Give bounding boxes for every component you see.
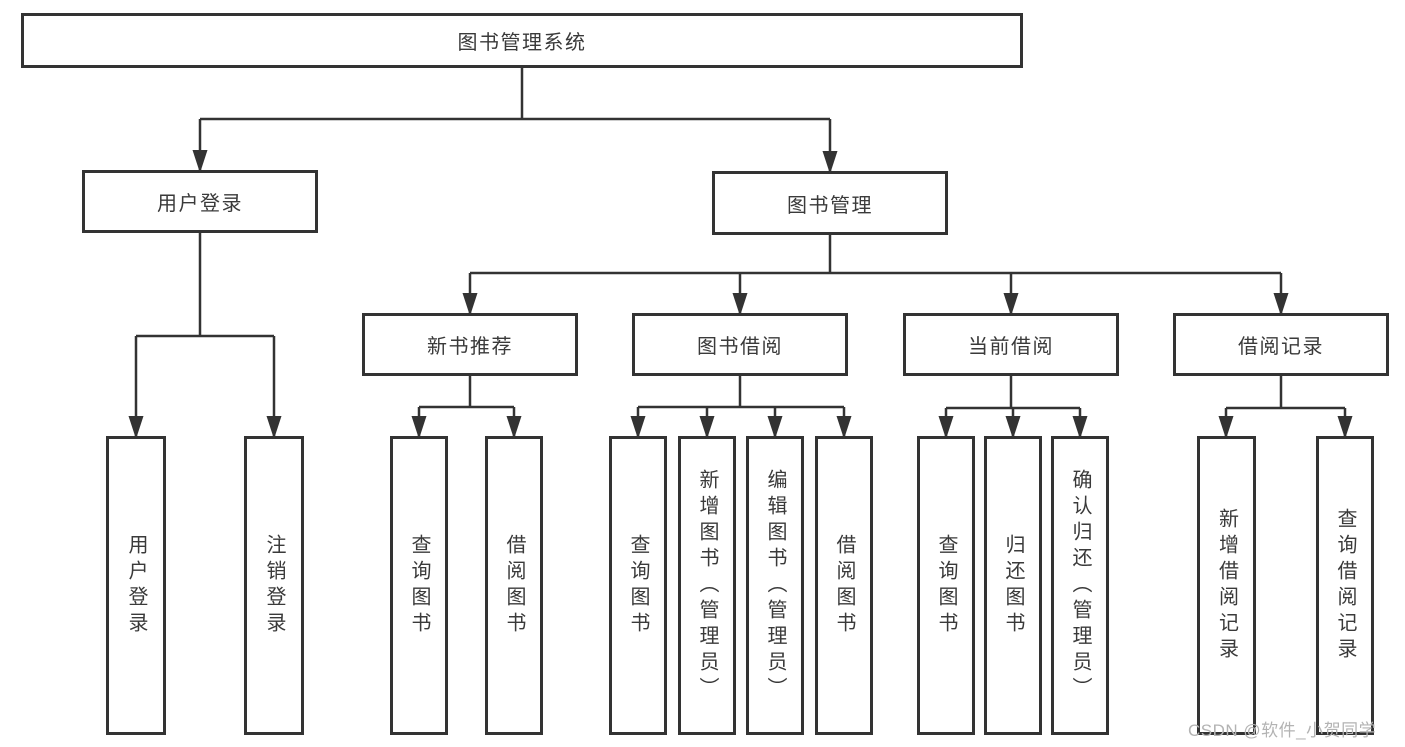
- leaf-confirm-return-admin: 确认归还（管理员）: [1051, 436, 1109, 735]
- node-current-borrowing: 当前借阅: [903, 313, 1119, 376]
- edge-borrow-record-to-leaves: [1218, 376, 1353, 439]
- leaf-user-login: 用户登录: [106, 436, 166, 735]
- leaf-query-borrow-record-label: 查询借阅记录: [1334, 507, 1356, 664]
- leaf-borrowing-query-book-label: 查询图书: [627, 533, 649, 638]
- node-borrowing-records-label: 借阅记录: [1238, 336, 1324, 358]
- leaf-borrowing-borrow-book-label: 借阅图书: [833, 533, 855, 638]
- edge-root-to-level2: [192, 68, 838, 174]
- node-root: 图书管理系统: [21, 13, 1023, 68]
- node-borrowing-records: 借阅记录: [1173, 313, 1389, 376]
- edge-book-borrow-to-leaves: [630, 376, 852, 439]
- leaf-borrowing-borrow-book: 借阅图书: [815, 436, 873, 735]
- leaf-recommend-borrow-book-label: 借阅图书: [503, 533, 525, 638]
- leaf-add-book-admin-label: 新增图书（管理员）: [696, 468, 718, 703]
- leaf-return-book: 归还图书: [984, 436, 1042, 735]
- leaf-recommend-query-book-label: 查询图书: [408, 533, 430, 638]
- node-new-book-recommend: 新书推荐: [362, 313, 578, 376]
- node-user-login: 用户登录: [82, 170, 318, 233]
- leaf-add-borrow-record: 新增借阅记录: [1197, 436, 1256, 735]
- node-current-borrowing-label: 当前借阅: [968, 336, 1054, 358]
- leaf-user-login-label: 用户登录: [125, 533, 147, 638]
- leaf-logout: 注销登录: [244, 436, 304, 735]
- node-book-management-label: 图书管理: [787, 194, 873, 217]
- edge-book-mgmt-to-level3: [462, 235, 1289, 316]
- node-user-login-label: 用户登录: [157, 193, 243, 215]
- leaf-query-borrow-record: 查询借阅记录: [1316, 436, 1374, 735]
- leaf-add-borrow-record-label: 新增借阅记录: [1215, 507, 1238, 664]
- node-root-label: 图书管理系统: [457, 32, 587, 54]
- leaf-edit-book-admin-label: 编辑图书（管理员）: [764, 468, 786, 703]
- csdn-watermark: CSDN @软件_小贺同学: [1188, 721, 1377, 740]
- leaf-recommend-borrow-book: 借阅图书: [485, 436, 543, 735]
- node-new-book-recommend-label: 新书推荐: [427, 336, 513, 358]
- leaf-recommend-query-book: 查询图书: [390, 436, 448, 735]
- leaf-return-book-label: 归还图书: [1002, 533, 1024, 638]
- leaf-edit-book-admin: 编辑图书（管理员）: [746, 436, 804, 735]
- edge-current-borrow-to-leaves: [938, 376, 1088, 439]
- leaf-add-book-admin: 新增图书（管理员）: [678, 436, 736, 735]
- node-book-borrowing: 图书借阅: [632, 313, 848, 376]
- leaf-current-query-book-label: 查询图书: [935, 533, 957, 638]
- leaf-confirm-return-admin-label: 确认归还（管理员）: [1069, 468, 1091, 703]
- edge-user-login-to-leaves: [128, 233, 282, 439]
- edge-new-book-to-leaves: [411, 376, 522, 439]
- leaf-logout-label: 注销登录: [263, 533, 285, 638]
- node-book-borrowing-label: 图书借阅: [697, 336, 783, 358]
- node-book-management: 图书管理: [712, 171, 948, 235]
- leaf-borrowing-query-book: 查询图书: [609, 436, 667, 735]
- leaf-current-query-book: 查询图书: [917, 436, 975, 735]
